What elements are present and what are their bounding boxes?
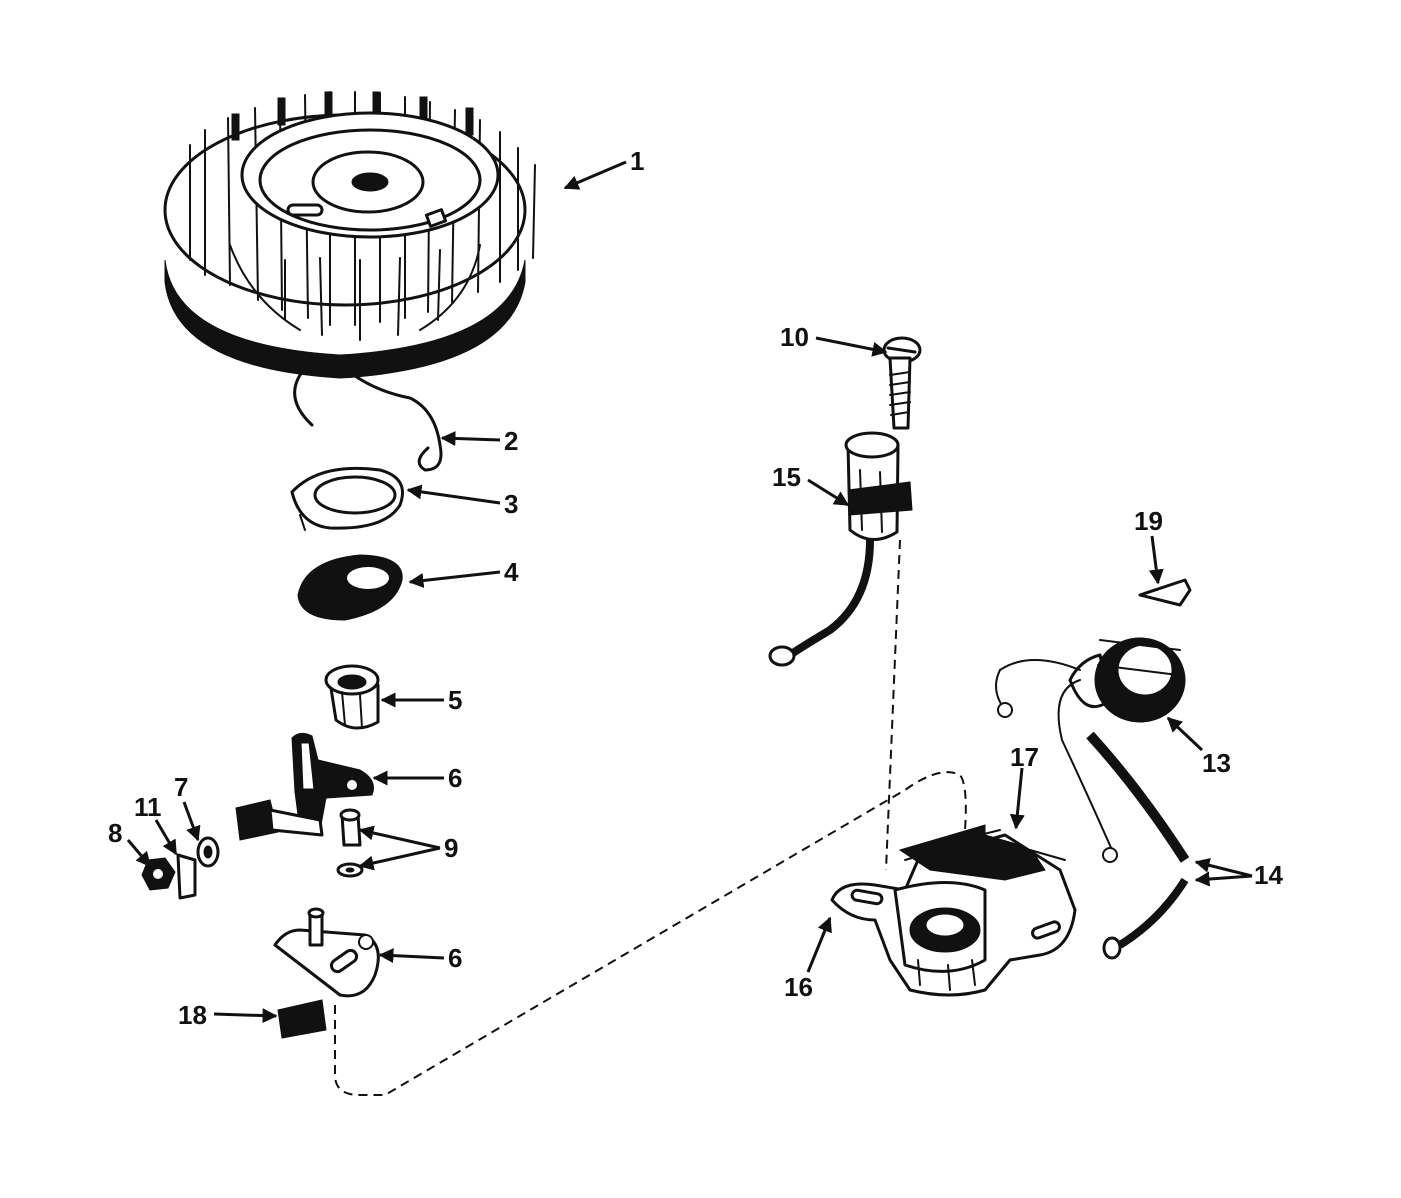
magneto-housing (830, 824, 1077, 997)
callout-6b: 6 (448, 943, 462, 973)
wire-spring (293, 361, 443, 472)
callout-19: 19 (1134, 506, 1163, 536)
flywheel (163, 91, 536, 379)
screw-and-washer (336, 808, 364, 878)
callout-18: 18 (178, 1000, 207, 1030)
callout-15: 15 (772, 462, 801, 492)
callout-17: 17 (1010, 742, 1039, 772)
assembly-guide-lines (334, 539, 967, 1096)
condenser-screw (882, 336, 922, 430)
clip (1138, 578, 1192, 607)
callout-2: 2 (504, 426, 518, 456)
felt-pad (277, 999, 327, 1039)
callout-9: 9 (444, 833, 458, 863)
callout-11: 11 (134, 792, 162, 822)
callout-13: 13 (1202, 748, 1231, 778)
callout-6a: 6 (448, 763, 462, 793)
callout-7: 7 (174, 772, 188, 802)
callout-14: 14 (1254, 860, 1283, 890)
felt-washer (297, 554, 403, 621)
retainer-plate (290, 466, 404, 531)
ignition-coil (995, 637, 1186, 863)
callout-5: 5 (448, 685, 462, 715)
callout-3: 3 (504, 489, 518, 519)
callout-labels: 1 2 3 4 5 6 6 7 8 9 10 11 13 14 15 16 17… (108, 146, 1283, 1030)
nut-washer-terminal (141, 836, 220, 900)
callout-8: 8 (108, 818, 122, 848)
callout-1: 1 (630, 146, 644, 176)
callout-4: 4 (504, 557, 519, 587)
breaker-plate (273, 907, 380, 998)
breaker-arm (235, 732, 374, 841)
callout-10: 10 (780, 322, 809, 352)
leader-lines (126, 160, 1253, 1024)
lead-wires (1086, 731, 1190, 960)
callout-16: 16 (784, 972, 813, 1002)
condenser (768, 431, 913, 667)
cam-sleeve (324, 664, 380, 730)
